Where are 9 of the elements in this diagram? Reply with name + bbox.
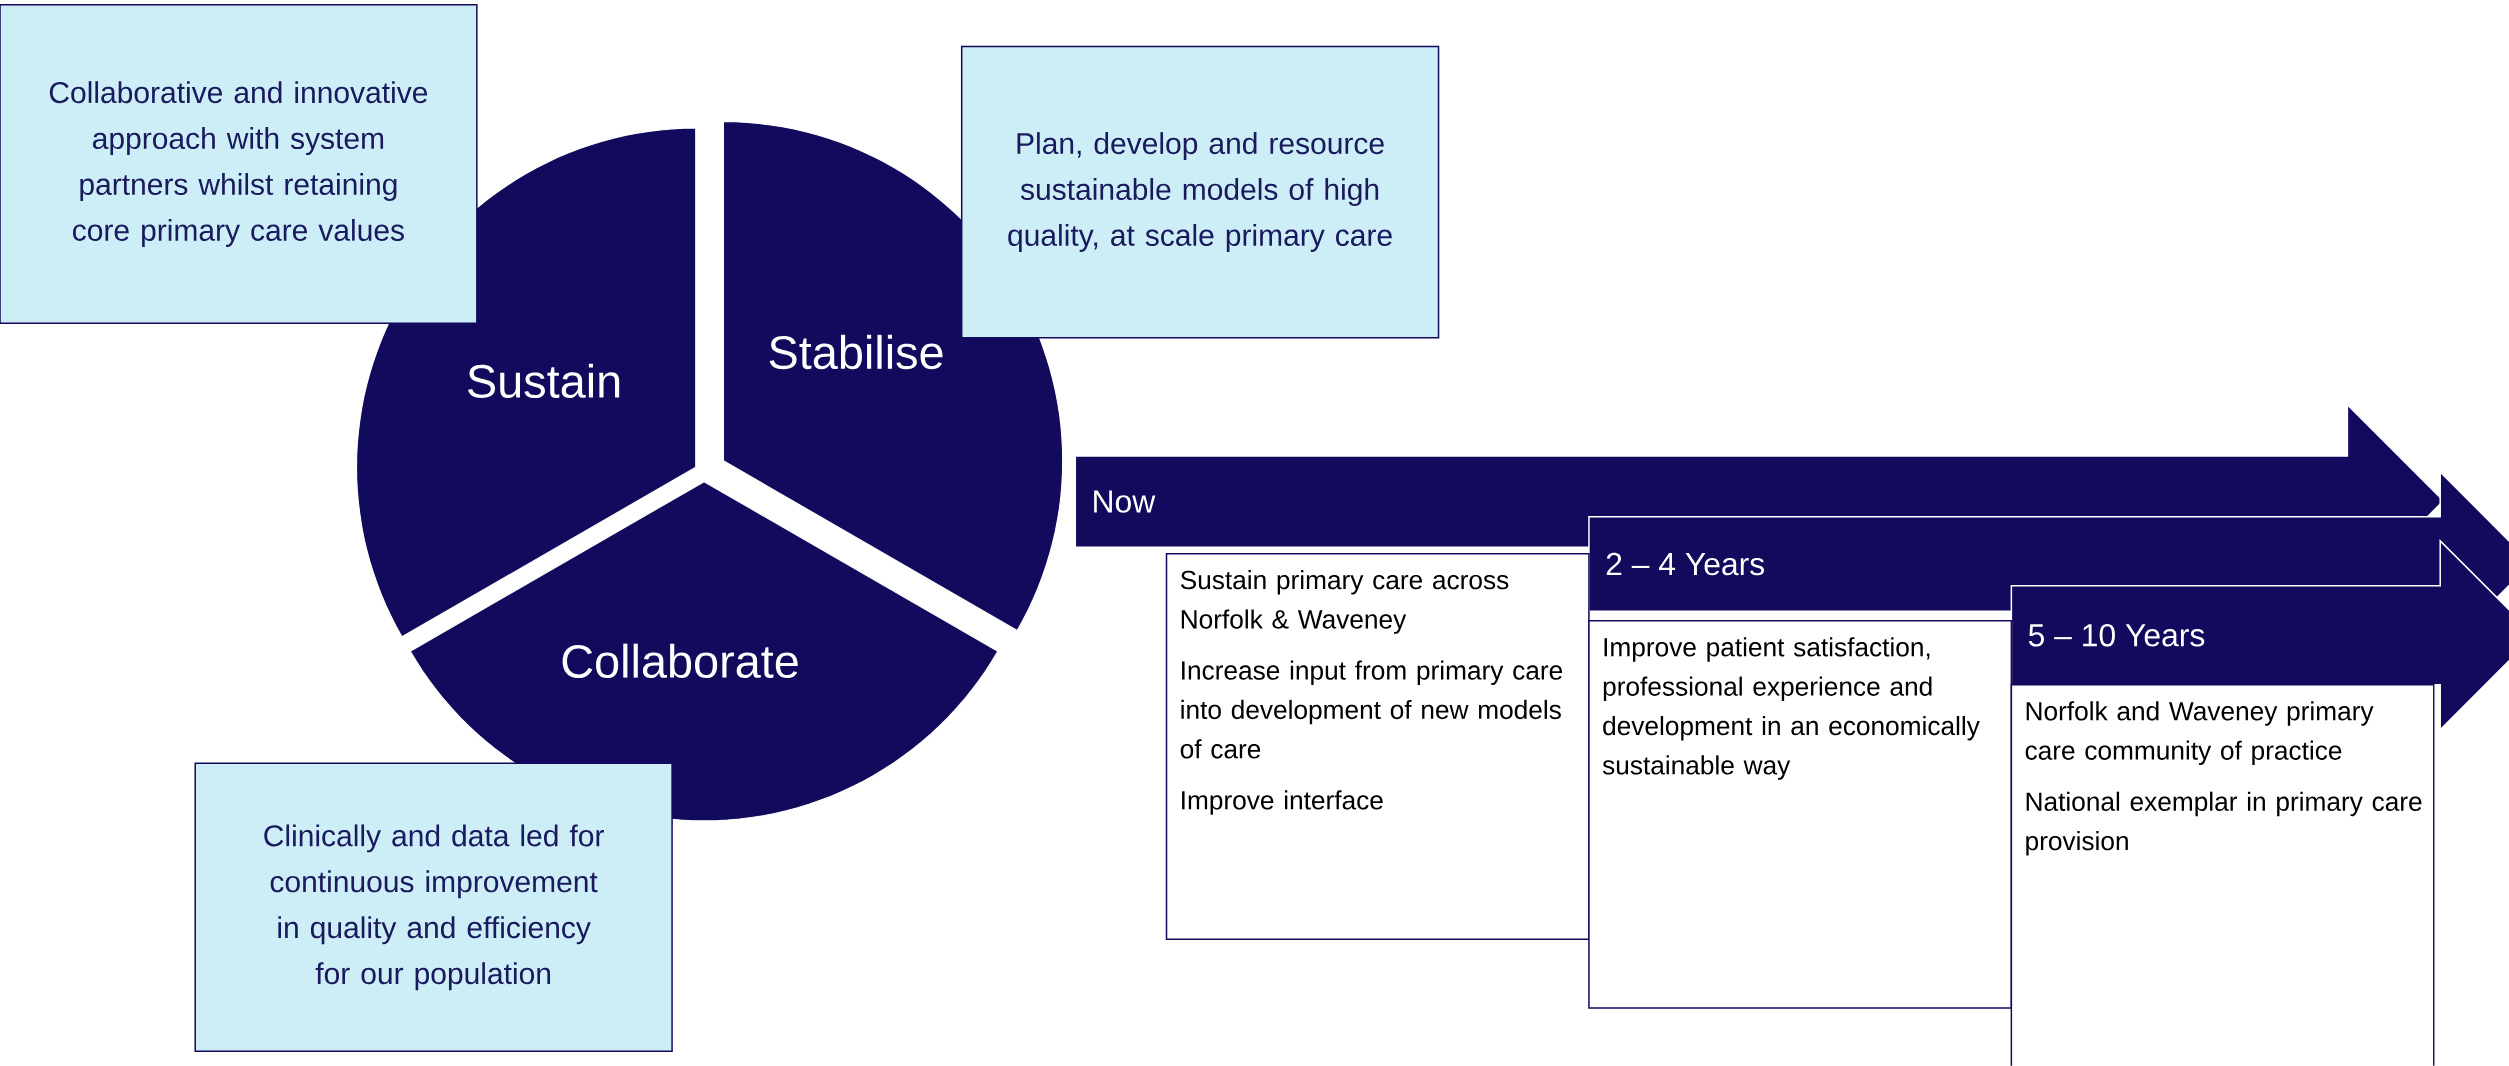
callout-box: Clinically and data led for continuous improvement in quality and efficiency for our population (194, 762, 673, 1053)
text-box: Norfolk and Waveney primary care community of practice National exemplar in primary care provision (2010, 684, 2435, 1066)
callout-box: Collaborative and innovative approach with system partners whilst retaining core primary care values (0, 4, 478, 325)
text-box: Sustain primary care across Norfolk & Waveney Increase input from primary care into development of new models of care Improve interface (1165, 553, 1590, 941)
callout-box: Plan, develop and resource sustainable models of high quality, at scale primary care (960, 45, 1440, 339)
pie-segment: Collaborate (409, 481, 999, 822)
text-box: Improve patient satisfaction, professional experience and development in an economically sustainable way (1588, 620, 2013, 1009)
node-label: 2 – 4 Years (1606, 552, 1765, 576)
node-label: 5 – 10 Years (2028, 624, 2205, 647)
